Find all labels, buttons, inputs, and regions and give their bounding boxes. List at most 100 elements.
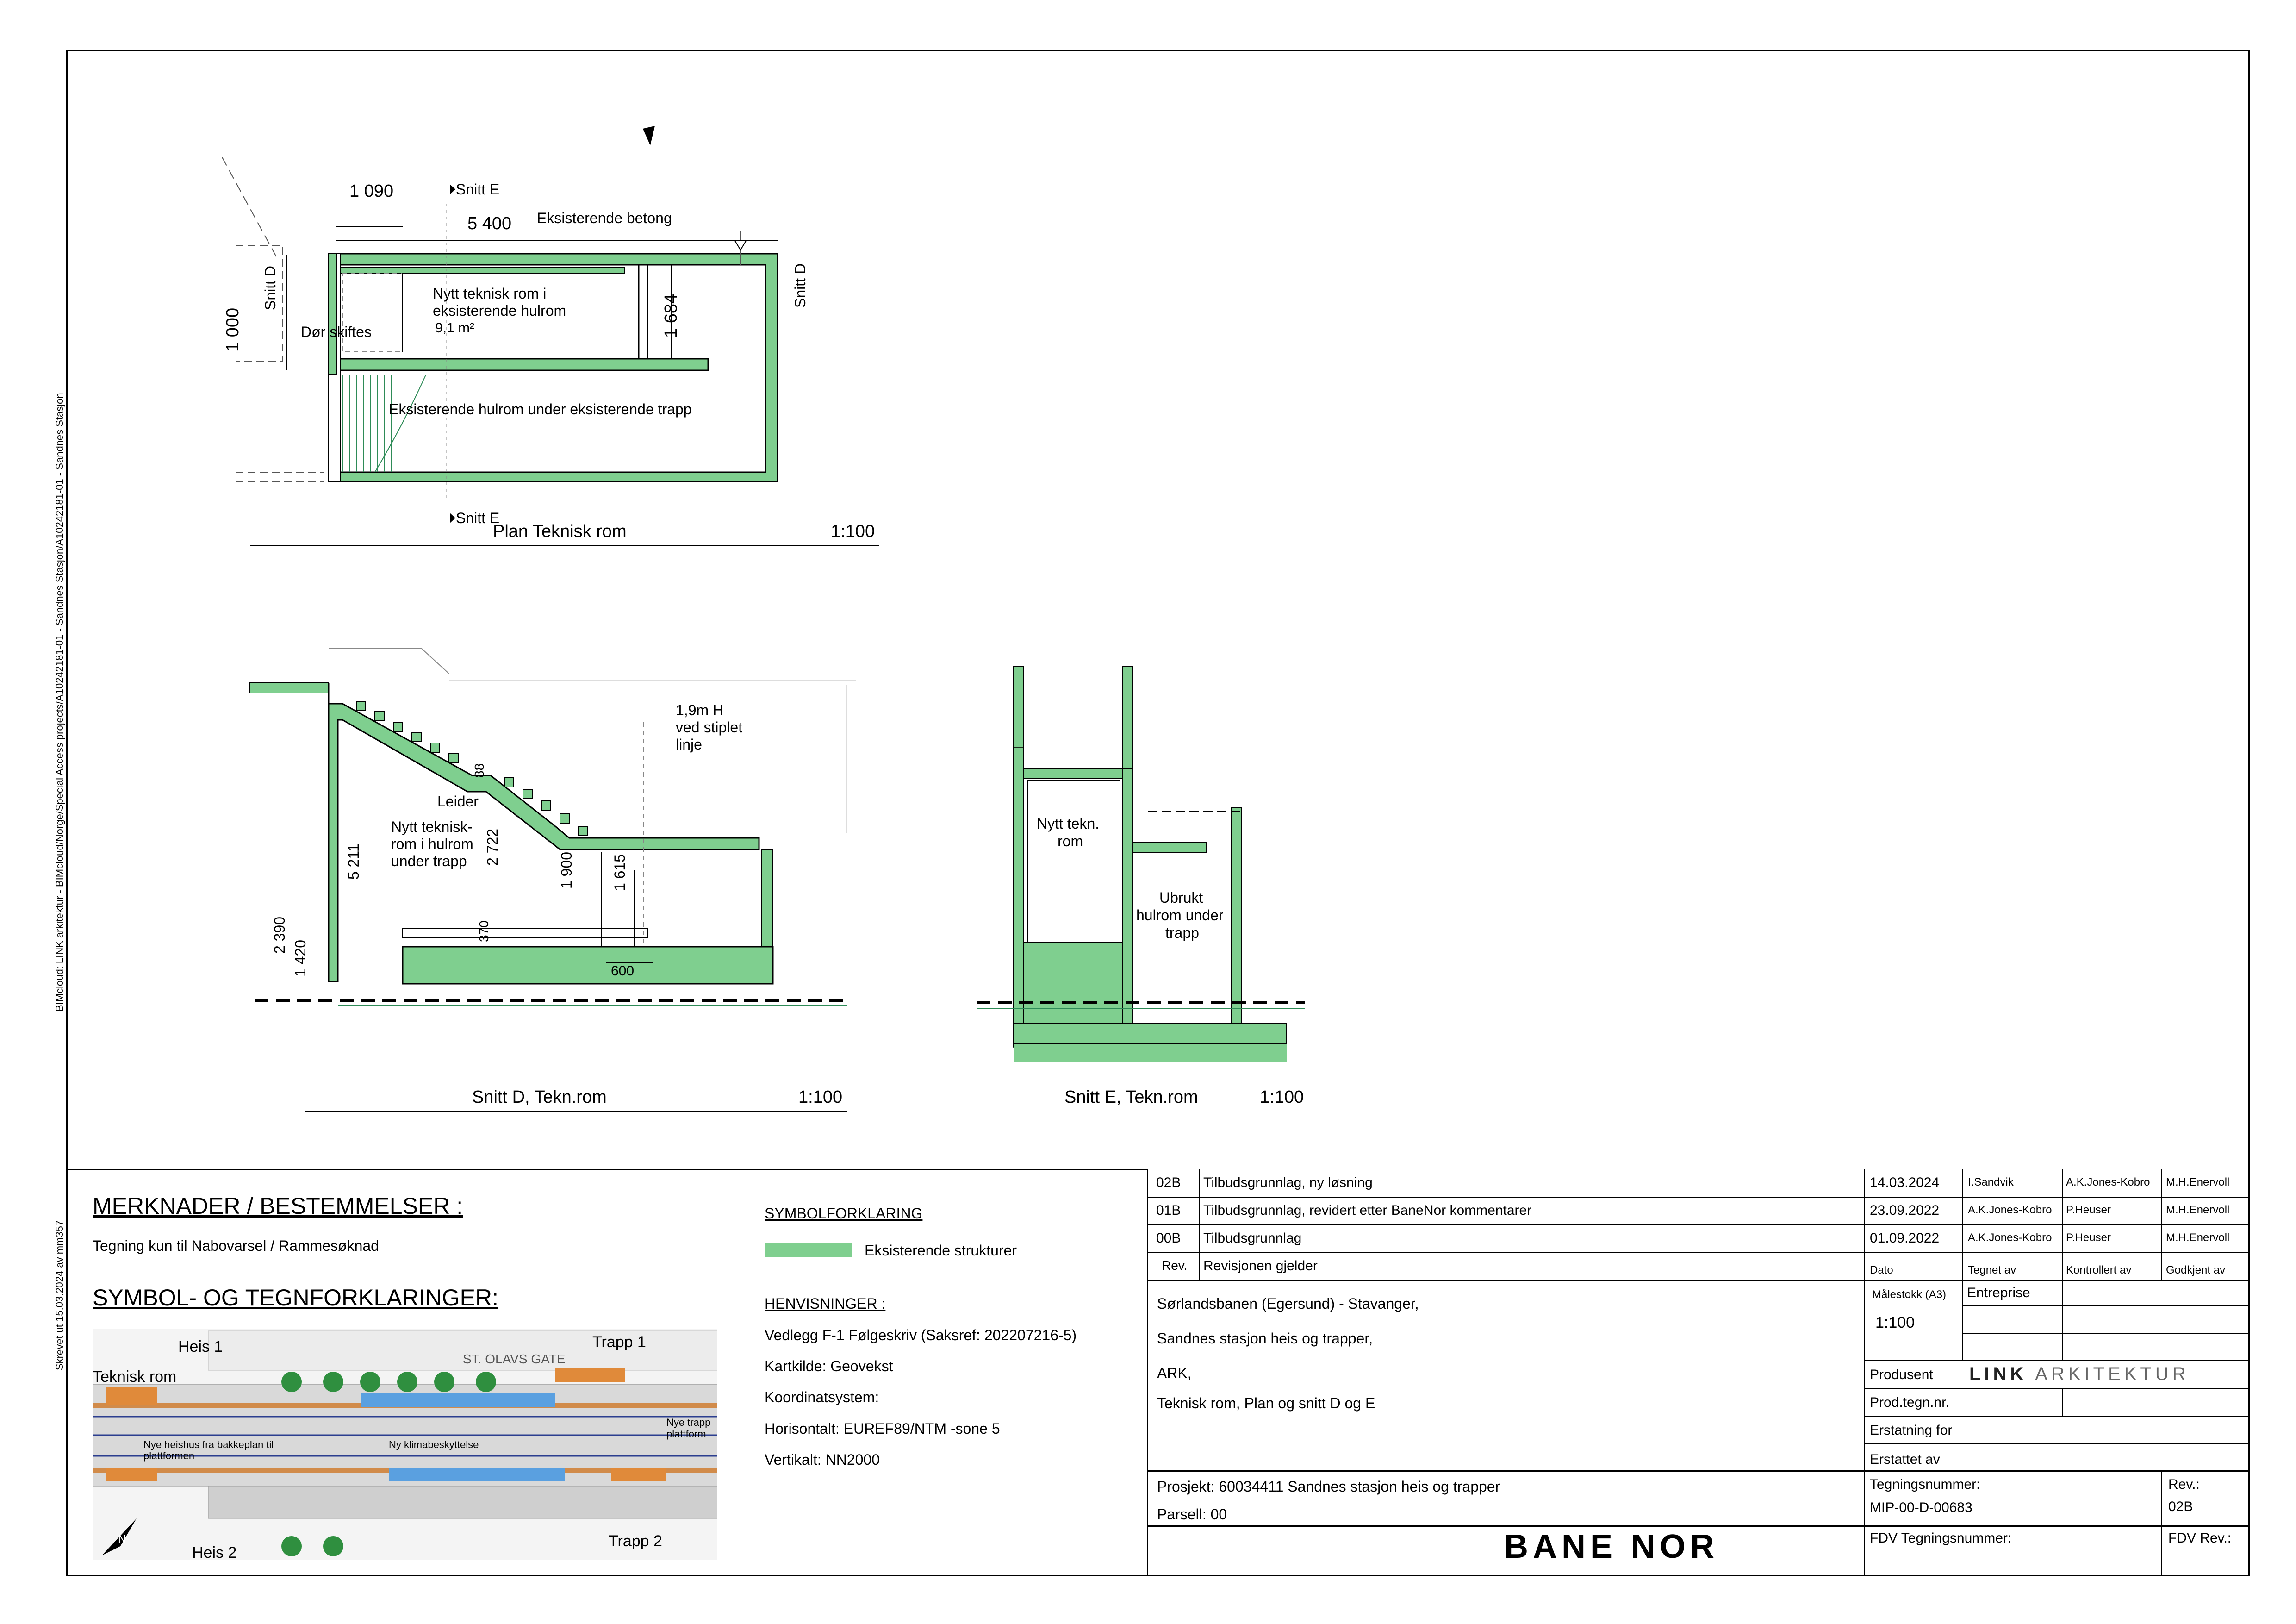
plan-title: Plan Teknisk rom [493,522,627,541]
title-line2: Sandnes stasjon heis og trapper, [1157,1330,1373,1347]
plan-dim-1090: 1 090 [349,181,393,201]
key-map-heishus-2: plattformen [143,1450,194,1462]
title-line4: Teknisk rom, Plan og snitt D og E [1157,1395,1375,1412]
key-map-heis2: Heis 2 [192,1544,236,1560]
erstatning-label: Erstatning for [1870,1423,1953,1438]
section-e-drawing: Nytt tekn. rom Ubrukt hulrom under trapp… [977,666,1305,1112]
plan-scale: 1:100 [831,522,875,541]
plan-dim-1684: 1 684 [661,294,681,338]
section-d-room-line1: Nytt teknisk- [391,818,473,835]
project-text: Prosjekt: 60034411 Sandnes stasjon heis … [1157,1478,1500,1495]
plan-hollow-text: Eksisterende hulrom under eksisterende t… [389,401,692,418]
scale-value: 1:100 [1875,1314,1915,1331]
rev-approved: M.H.Enervoll [2166,1231,2230,1244]
section-d-dim-1420: 1 420 [292,940,309,977]
parsell-text: Parsell: 00 [1157,1506,1227,1523]
section-d-note-line3: linje [676,736,702,753]
entreprise-label: Entreprise [1967,1285,2030,1300]
rev-header-drawn: Tegnet av [1968,1264,2016,1276]
rev-checked: P.Heuser [2066,1204,2111,1216]
key-map-nye-trapp-2: plattform [666,1428,706,1440]
rev-date: 23.09.2022 [1870,1203,1940,1218]
section-e-unused-line2: hulrom under [1136,907,1224,924]
rev-header-rev: Rev. [1162,1258,1188,1273]
title-line3: ARK, [1157,1365,1192,1381]
side-printed-text: Skrevet ut 15.03.2024 av mm357 [54,1220,65,1370]
produsent-logo-text: ARKITEKTUR [2035,1364,2190,1384]
section-d-note-line2: ved stiplet [676,719,742,736]
section-d-scale: 1:100 [798,1087,842,1107]
section-d-dim-88: 88 [472,763,486,778]
plan-snitt-d-right: Snitt D [792,263,809,308]
section-e-title: Snitt E, Tekn.rom [1064,1087,1198,1107]
section-e-scale: 1:100 [1260,1087,1304,1107]
title-line1: Sørlandsbanen (Egersund) - Stavanger, [1157,1295,1419,1312]
rev-code: 02B [1156,1175,1181,1190]
notes-heading: MERKNADER / BESTEMMELSER : [93,1193,463,1219]
rev-drawn: A.K.Jones-Kobro [1968,1231,2052,1244]
drawing-no-label: Tegningsnummer: [1870,1477,1980,1492]
rev-approved: M.H.Enervoll [2166,1176,2230,1188]
reference-line: Koordinatsystem: [765,1389,879,1405]
symbols-heading: SYMBOL- OG TEGNFORKLARINGER: [93,1285,499,1311]
key-map-nye-trapp-1: Nye trapp [666,1417,710,1428]
section-d-dim-1900: 1 900 [558,852,575,889]
key-map-trapp1: Trapp 1 [592,1333,646,1351]
rev-checked: P.Heuser [2066,1231,2111,1244]
key-map-klimavern: Ny klimabeskyttelse [389,1439,479,1450]
section-e-unused-line1: Ubrukt [1159,889,1203,906]
rev-text: Tilbudsgrunnlag [1203,1230,1302,1246]
section-d-note-line1: 1,9m H [676,702,723,718]
reference-line: Horisontalt: EUREF89/NTM -sone 5 [765,1420,1000,1437]
rev-value: 02B [2168,1499,2193,1514]
section-d-dim-2722: 2 722 [484,829,501,866]
plan-snitt-d-left: Snitt D [262,266,279,310]
legend-item: Eksisterende strukturer [865,1242,1017,1259]
plan-snitt-e-bottom: Snitt E [456,510,499,526]
key-map-street: ST. OLAVS GATE [463,1352,565,1366]
fdv-rev-label: FDV Rev.: [2168,1530,2232,1546]
plan-dim-1000: 1 000 [223,308,243,352]
reference-line: Vedlegg F-1 Følgeskriv (Saksref: 2022072… [765,1327,1077,1343]
produsent-logo: LINK ARKITEKTUR [1969,1365,2190,1383]
section-e-room-line2: rom [1058,833,1083,849]
section-d-title: Snitt D, Tekn.rom [472,1087,607,1107]
plan-room-area: 9,1 m² [435,320,474,336]
key-map-north: N [118,1533,126,1545]
rev-drawn: I.Sandvik [1968,1176,2014,1188]
plan-snitt-e-top: Snitt E [456,181,499,198]
produsent-logo-bold: LINK [1969,1364,2028,1384]
rev-code: 00B [1156,1230,1181,1246]
references-heading: HENVISNINGER : [765,1295,886,1312]
plan-door-text: Dør skiftes [301,324,372,340]
rev-drawn: A.K.Jones-Kobro [1968,1204,2052,1216]
rev-header-text: Revisjonen gjelder [1203,1258,1318,1274]
key-map: Heis 1 Teknisk rom Trapp 1 ST. OLAVS GAT… [93,1329,717,1560]
plan-existing-concrete: Eksisterende betong [537,210,672,226]
section-e-unused-line3: trapp [1165,924,1199,941]
rev-header-date: Dato [1870,1264,1893,1276]
drawing-frame [66,50,2250,1576]
rev-code: 01B [1156,1203,1181,1218]
legend-swatch [765,1243,852,1257]
section-d-room-line2: rom i hulrom [391,836,473,852]
notes-text: Tegning kun til Nabovarsel / Rammesøknad [93,1237,379,1254]
bane-nor-logo: BANE NOR [1504,1528,1719,1565]
key-map-heishus-1: Nye heishus fra bakkeplan til [143,1439,274,1450]
section-d-dim-600: 600 [611,963,634,979]
legend-heading: SYMBOLFORKLARING [765,1205,923,1222]
plan-room-line2: eksisterende hulrom [433,302,566,319]
key-map-heis1: Heis 1 [178,1338,223,1355]
rev-header-approved: Godkjent av [2166,1264,2226,1276]
section-d-dim-2390: 2 390 [271,917,288,954]
plan-dim-5400: 5 400 [467,214,511,233]
plan-room-line1: Nytt teknisk rom i [433,285,546,302]
rev-checked: A.K.Jones-Kobro [2066,1176,2150,1188]
rev-text: Tilbudsgrunnlag, revidert etter BaneNor … [1203,1203,1532,1218]
rev-date: 01.09.2022 [1870,1230,1940,1246]
drawing-no: MIP-00-D-00683 [1870,1500,1972,1515]
scale-label: Målestokk (A3) [1872,1288,1947,1301]
north-arrow-icon [102,1518,137,1555]
reference-line: Kartkilde: Geovekst [765,1358,893,1374]
side-path-text: BIMcloud: LINK arkitektur - BIMcloud/Nor… [54,393,65,1012]
